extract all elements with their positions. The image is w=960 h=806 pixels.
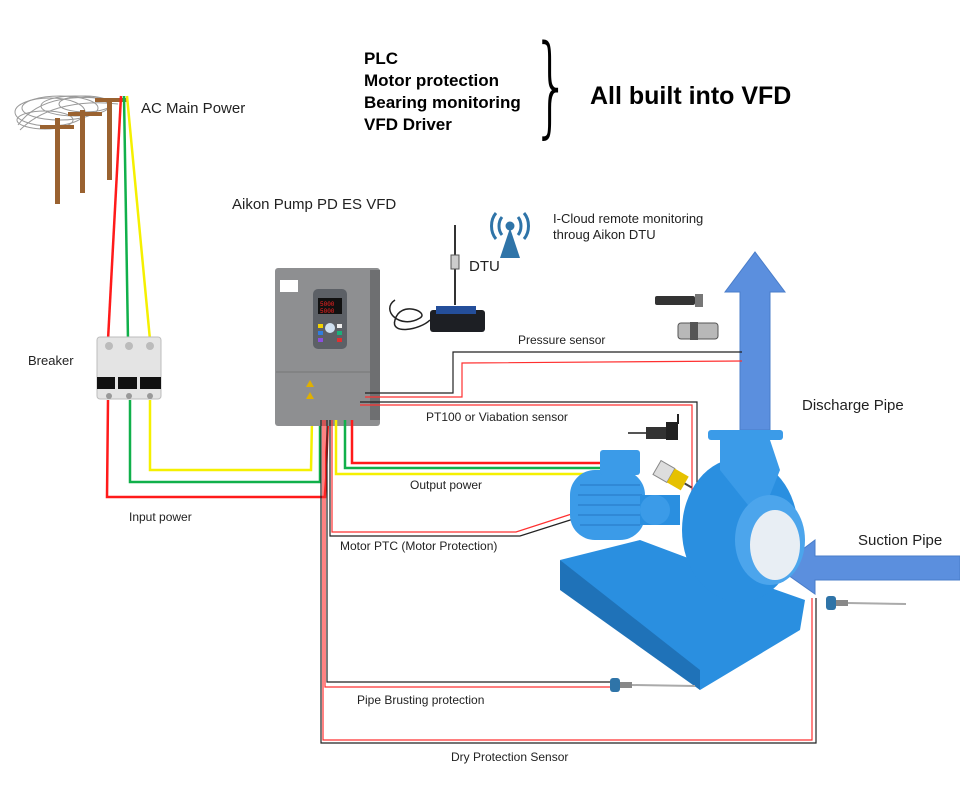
wifi-tower-icon xyxy=(490,212,530,258)
pt100-sensor-wires xyxy=(360,401,698,520)
svg-text:5000: 5000 xyxy=(320,308,335,315)
pipe-bursting-label: Pipe Brusting protection xyxy=(357,693,485,707)
svg-text:5000: 5000 xyxy=(320,301,335,308)
suction-arrow-icon xyxy=(777,538,960,595)
pressure-transmitter-icon xyxy=(655,294,719,340)
pt100-sensor-label: PT100 or Viabation sensor xyxy=(426,410,568,424)
dtu-label: DTU xyxy=(469,258,500,275)
dry-protection-wires xyxy=(320,420,817,744)
feature-list: PLC Motor protection Bearing monitoring … xyxy=(364,48,521,136)
feature-item: PLC xyxy=(364,49,398,68)
feature-item: Motor protection xyxy=(364,71,500,90)
feature-item: VFD Driver xyxy=(364,115,452,134)
pipe-bursting-wires xyxy=(324,420,610,688)
breaker-label: Breaker xyxy=(28,353,74,368)
output-power-label: Output power xyxy=(410,478,483,492)
pump-motor-icon xyxy=(560,430,805,690)
output-power-wires xyxy=(334,420,610,476)
vibration-sensor-icon xyxy=(652,459,693,491)
vfd-title-label: Aikon Pump PD ES VFD xyxy=(232,196,397,213)
dry-protection-sensor-icon xyxy=(826,596,907,610)
pt100-sensor-icon xyxy=(628,414,679,440)
feature-summary: All built into VFD xyxy=(590,82,792,110)
discharge-pipe-label: Discharge Pipe xyxy=(802,397,904,414)
discharge-arrow-icon xyxy=(724,251,786,431)
curly-brace-icon: } xyxy=(532,21,571,149)
feature-item: Bearing monitoring xyxy=(364,93,521,112)
utility-poles-icon xyxy=(14,95,127,204)
vfd-unit-icon: 5000 5000 xyxy=(275,268,380,426)
dtu-device-icon xyxy=(389,225,485,332)
dry-protection-label: Dry Protection Sensor xyxy=(451,750,569,764)
ac-main-power-label: AC Main Power xyxy=(141,100,246,117)
pressure-sensor-label: Pressure sensor xyxy=(518,333,606,347)
cloud-monitoring-label-line2: throug Aikon DTU xyxy=(553,227,656,242)
input-power-wires xyxy=(105,95,330,499)
input-power-label: Input power xyxy=(129,510,192,524)
motor-ptc-wires xyxy=(329,420,587,537)
breaker-icon xyxy=(96,336,162,400)
pressure-sensor-wires xyxy=(365,351,743,398)
motor-ptc-label: Motor PTC (Motor Protection) xyxy=(340,539,498,553)
suction-pipe-label: Suction Pipe xyxy=(858,532,943,549)
pipe-bursting-sensor-icon xyxy=(610,678,696,692)
cloud-monitoring-label-line1: I-Cloud remote monitoring xyxy=(553,211,704,226)
